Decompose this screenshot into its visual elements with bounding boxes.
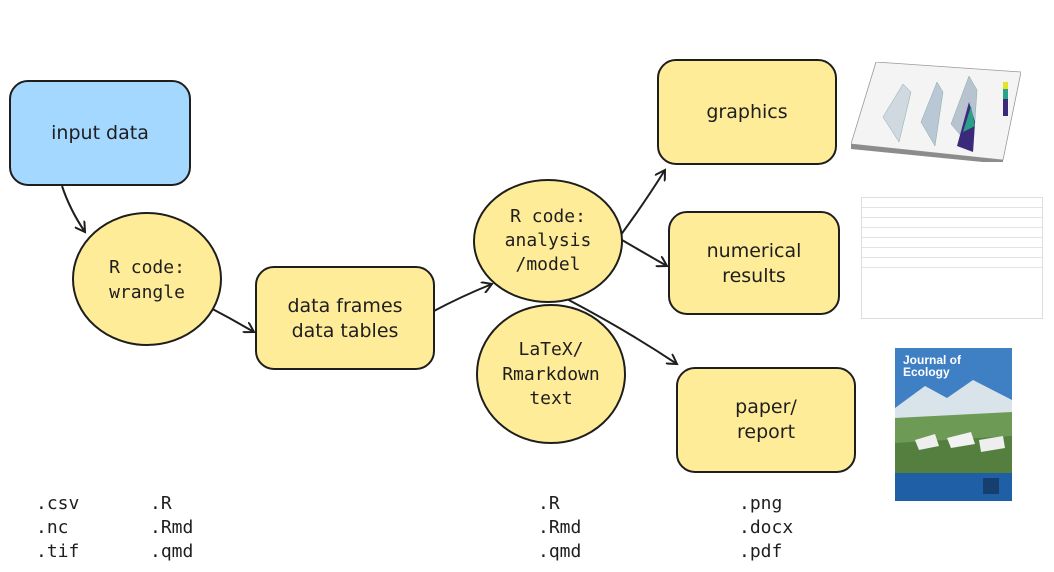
node-wrangle-line1: R code: bbox=[109, 257, 185, 278]
code-extensions-2: .R .Rmd .qmd bbox=[538, 492, 581, 564]
ext-item: .R bbox=[150, 493, 172, 514]
node-graphics: graphics bbox=[657, 59, 837, 165]
ext-item: .docx bbox=[739, 517, 794, 538]
ext-item: .R bbox=[538, 493, 560, 514]
node-data-frames-line1: data frames bbox=[287, 295, 402, 317]
arrow-analysis-to-graphics bbox=[619, 170, 665, 237]
node-analysis-line3: /model bbox=[515, 254, 580, 275]
node-numerical: numerical results bbox=[668, 211, 840, 315]
arrow-analysis-to-numerical bbox=[621, 239, 667, 266]
arrow-input-to-wrangle bbox=[61, 185, 85, 232]
ext-item: .Rmd bbox=[150, 517, 194, 538]
node-numerical-line2: results bbox=[722, 265, 786, 287]
paper-thumbnail: Journal of Ecology bbox=[895, 348, 1012, 501]
ext-item: .csv bbox=[36, 493, 80, 514]
ext-item: .nc bbox=[36, 517, 69, 538]
ext-item: .pdf bbox=[739, 541, 783, 562]
ext-item: .tif bbox=[36, 541, 80, 562]
node-wrangle-line2: wrangle bbox=[109, 282, 185, 303]
arrow-analysis-to-paper bbox=[564, 297, 677, 364]
node-analysis-line1: R code: bbox=[510, 206, 586, 227]
node-wrangle: R code: wrangle bbox=[72, 212, 222, 346]
node-data-frames: data frames data tables bbox=[255, 266, 435, 370]
node-latex: LaTeX/ Rmarkdown text bbox=[476, 304, 626, 444]
node-latex-line1: LaTeX/ bbox=[518, 339, 583, 360]
node-input-data-label: input data bbox=[51, 122, 149, 144]
node-numerical-line1: numerical bbox=[707, 240, 802, 262]
node-paper: paper/ report bbox=[676, 367, 856, 473]
node-latex-line2: Rmarkdown bbox=[502, 364, 600, 385]
input-extensions: .csv .nc .tif bbox=[36, 492, 79, 564]
node-analysis-line2: analysis bbox=[505, 230, 592, 251]
node-paper-line2: report bbox=[737, 421, 795, 443]
code-extensions-1: .R .Rmd .qmd bbox=[150, 492, 193, 564]
arrow-dataframes-to-analysis bbox=[431, 284, 492, 313]
output-extensions: .png .docx .pdf bbox=[739, 492, 793, 564]
node-input-data: input data bbox=[9, 80, 191, 186]
ext-item: .Rmd bbox=[538, 517, 582, 538]
ext-item: .qmd bbox=[538, 541, 582, 562]
node-paper-line1: paper/ bbox=[735, 396, 797, 418]
node-latex-line3: text bbox=[529, 388, 572, 409]
node-analysis: R code: analysis /model bbox=[473, 179, 623, 303]
graphics-thumbnail bbox=[851, 62, 1021, 162]
journal-title: Journal of Ecology bbox=[903, 353, 962, 379]
ext-item: .qmd bbox=[150, 541, 194, 562]
numerical-results-thumbnail bbox=[861, 197, 1043, 319]
node-data-frames-line2: data tables bbox=[292, 320, 399, 342]
node-graphics-label: graphics bbox=[706, 101, 787, 123]
ext-item: .png bbox=[739, 493, 783, 514]
